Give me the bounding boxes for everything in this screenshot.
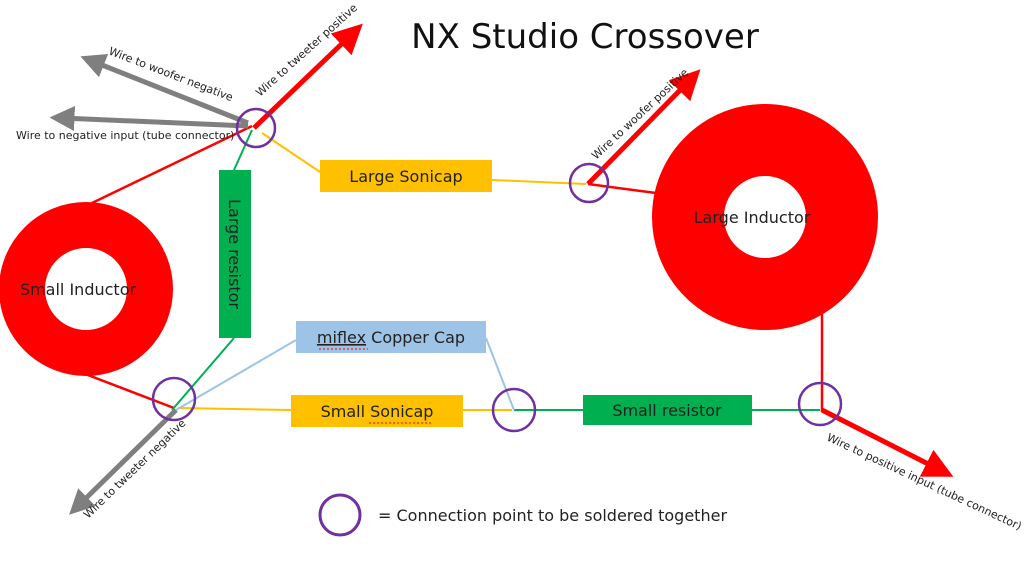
external-wires [49,23,954,515]
small-inductor-label: Small Inductor [20,280,137,299]
small-sonicap: Small Sonicap [291,395,463,427]
label-tweeter-positive: Wire to tweeter positive [253,1,360,99]
arrow-positive-input [820,407,954,477]
diagram-title: NX Studio Crossover [411,17,759,57]
small-resistor: Small resistor [583,395,752,425]
connection-points [151,107,843,433]
large-resistor-body [219,170,251,338]
arrow-woofer-negative [80,54,249,126]
small-inductor-ring [0,202,173,376]
large-sonicap-label: Large Sonicap [349,167,462,186]
connection-point-bottom-left [151,376,197,422]
legend-connection-icon [318,493,362,537]
label-positive-input: Wire to positive input (tube connector) [825,431,1024,533]
legend-text: = Connection point to be soldered togeth… [378,506,727,525]
connection-point-top-left [235,107,277,149]
connection-point-right [797,381,843,427]
miflex-copper-cap: miflex Copper Cap [296,321,486,353]
arrow-woofer-positive [586,69,701,186]
wire-node1-to-small-inductor [91,124,253,205]
small-inductor: Small Inductor [0,202,173,376]
legend: = Connection point to be soldered togeth… [318,493,727,537]
large-sonicap-body [320,160,492,192]
wire-node3-to-large-inductor [587,182,657,195]
large-resistor: Large resistor [219,170,251,338]
miflex-word: miflex [317,328,366,347]
miflex-rest: Copper Cap [366,328,465,347]
wire-node1-to-large-resistor [233,129,253,171]
wire-miflex-to-node4 [485,337,515,411]
large-sonicap: Large Sonicap [320,160,492,192]
wire-small-inductor-to-node2 [79,370,175,410]
small-sonicap-body [291,395,463,427]
arrow-tweeter-negative [69,408,178,515]
wire-node2-to-small-sonicap [177,407,292,411]
miflex-copper-cap-body [296,321,486,353]
label-negative-input: Wire to negative input (tube connector) [16,129,234,142]
wire-large-sonicap-to-node3 [491,179,587,185]
connecting-wires [79,124,824,412]
large-resistor-label: Large resistor [225,199,244,309]
large-inductor: Large Inductor [652,104,878,330]
arrow-tweeter-positive [252,23,363,130]
large-inductor-label: Large Inductor [694,208,811,227]
connection-point-middle [491,387,537,433]
miflex-copper-cap-label: miflex Copper Cap [317,328,465,347]
small-sonicap-label: Small Sonicap [321,402,434,421]
small-resistor-label: Small resistor [612,401,722,420]
wire-large-resistor-to-node2 [171,337,235,411]
small-resistor-body [583,395,752,425]
connection-point-large-sonicap [568,162,610,204]
label-tweeter-negative: Wire to tweeter negative [81,417,189,522]
large-inductor-ring [652,104,878,330]
arrow-negative-input [49,106,249,132]
